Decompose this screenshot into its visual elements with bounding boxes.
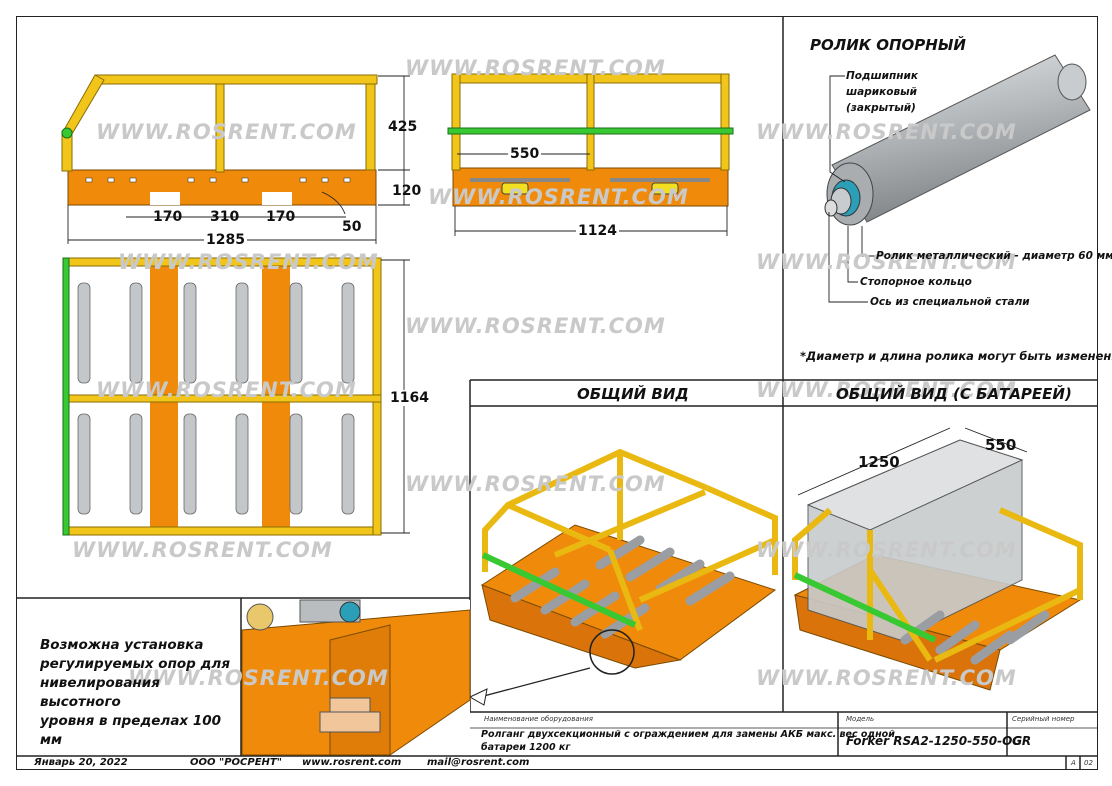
note-line: Возможна установка xyxy=(40,637,204,653)
watermark: WWW.ROSRENT.COM xyxy=(405,472,666,496)
note-line: регулируемых опор для xyxy=(40,656,230,672)
footer-website[interactable]: www.rosrent.com xyxy=(302,757,402,768)
watermark: WWW.ROSRENT.COM xyxy=(405,56,666,80)
general-view-drawing xyxy=(468,448,778,706)
equipment-name: батареи 1200 кг xyxy=(481,742,571,753)
note-line: уровня в пределах 100 мм xyxy=(40,713,222,748)
dimension-label: 1124 xyxy=(576,223,619,239)
footer-date: Январь 20, 2022 xyxy=(34,757,128,768)
footer-company: ООО "РОСРЕНТ" xyxy=(190,757,282,768)
dimension-label: 550 xyxy=(508,146,542,162)
equipment-caption: Наименование оборудования xyxy=(484,715,593,723)
serial-number: GR xyxy=(1012,734,1032,748)
general-view-title: ОБЩИЙ ВИД xyxy=(577,385,689,403)
plan-view xyxy=(62,257,382,536)
bearing-label: Подшипник xyxy=(846,70,918,82)
equipment-name: Ролганг двухсекционный с ограждением для… xyxy=(481,729,895,740)
leveling-foot-detail xyxy=(241,599,471,756)
roller-detail xyxy=(824,54,1091,303)
dimension-label: 1164 xyxy=(389,390,430,406)
watermark: WWW.ROSRENT.COM xyxy=(428,185,689,209)
sheet-number: 02 xyxy=(1084,759,1093,767)
side-view xyxy=(61,74,378,206)
dimension-label: 170 xyxy=(266,209,296,225)
serial-caption: Серийный номер xyxy=(1012,715,1075,723)
watermark: WWW.ROSRENT.COM xyxy=(96,120,357,144)
watermark: WWW.ROSRENT.COM xyxy=(756,250,1017,274)
sheet-frame xyxy=(16,16,1098,770)
sheet-format: A xyxy=(1071,759,1076,767)
dimension-label: 1285 xyxy=(204,232,247,248)
ring-label: Стопорное кольцо xyxy=(860,276,972,288)
watermark: WWW.ROSRENT.COM xyxy=(756,538,1017,562)
roller-footnote: *Диаметр и длина ролика могут быть измен… xyxy=(800,349,1112,363)
model-name: Forker RSA2-1250-550-OG xyxy=(846,734,1023,748)
dimension-label: 50 xyxy=(342,219,362,235)
dimension-label: 120 xyxy=(392,183,422,199)
watermark: WWW.ROSRENT.COM xyxy=(72,538,333,562)
leveling-note: Возможна установка регулируемых опор для… xyxy=(40,636,240,750)
watermark: WWW.ROSRENT.COM xyxy=(118,250,379,274)
dimension-label: 310 xyxy=(210,209,240,225)
watermark: WWW.ROSRENT.COM xyxy=(756,120,1017,144)
footer-email[interactable]: mail@rosrent.com xyxy=(427,757,530,768)
dimension-label: 170 xyxy=(153,209,183,225)
battery-view-drawing xyxy=(792,427,1083,691)
dimension-lines xyxy=(67,75,728,534)
battery-view-title: ОБЩИЙ ВИД (С БАТАРЕЕЙ) xyxy=(836,385,1072,403)
watermark: WWW.ROSRENT.COM xyxy=(96,378,357,402)
dimension-label: 425 xyxy=(388,119,418,135)
watermark: WWW.ROSRENT.COM xyxy=(405,314,666,338)
model-caption: Модель xyxy=(846,715,875,723)
battery-width: 550 xyxy=(985,436,1017,454)
watermark: WWW.ROSRENT.COM xyxy=(128,666,389,690)
axis-label: Ось из специальной стали xyxy=(870,296,1030,308)
watermark: WWW.ROSRENT.COM xyxy=(756,378,1017,402)
bearing-label: (закрытый) xyxy=(846,102,916,114)
note-line: нивелирования высотного xyxy=(40,675,160,710)
watermark: WWW.ROSRENT.COM xyxy=(756,666,1017,690)
roller-label: Ролик металлический - диаметр 60 мм xyxy=(876,250,1112,262)
front-view xyxy=(447,73,734,207)
battery-length: 1250 xyxy=(858,453,900,471)
bearing-label: шариковый xyxy=(846,86,917,98)
roller-title: РОЛИК ОПОРНЫЙ xyxy=(810,36,966,54)
